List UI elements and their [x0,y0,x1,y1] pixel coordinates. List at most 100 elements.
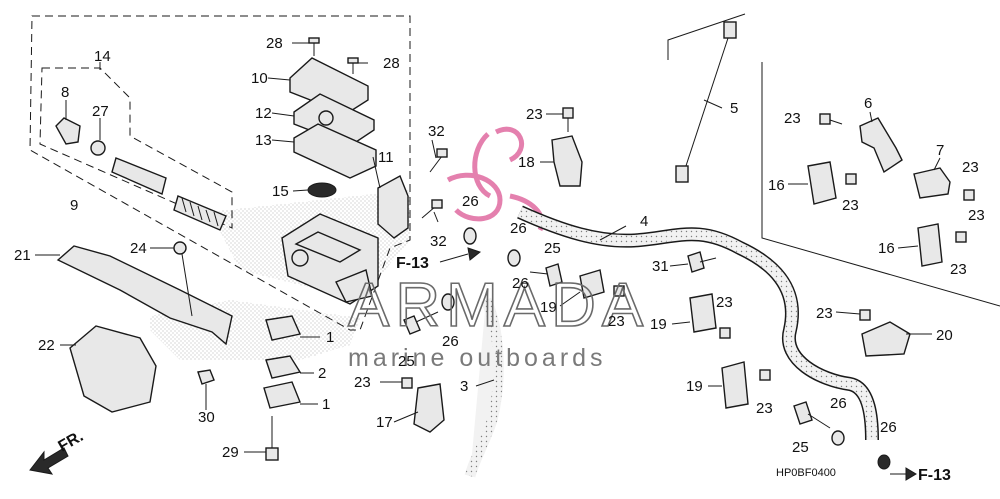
callout: 12 [255,105,272,122]
clamp-17 [413,383,445,433]
callout: 19 [686,378,703,395]
callout: 13 [255,132,272,149]
callout: 23 [354,374,371,391]
callout: 2 [318,365,326,382]
callout: 23 [526,106,543,123]
ref-f13-left: F-13 [396,255,429,272]
callout: 26 [512,275,529,292]
callout: 32 [428,123,445,140]
screw-28-right [347,57,359,74]
nut-30 [197,369,215,385]
lever-cover-22 [69,325,157,413]
callout: 22 [38,337,55,354]
bolt-31 [687,251,717,273]
master-cylinder-body [281,213,379,305]
switch-1-lower [263,381,301,409]
callout: 14 [94,48,111,65]
callouts: 28 28 10 12 13 15 11 32 32 14 8 27 9 21 … [14,35,985,461]
brake-lever-21 [56,245,233,346]
callout: 18 [518,154,535,171]
f13-arrow-bottom [890,467,917,481]
callout: 29 [222,444,239,461]
callout: 26 [510,220,527,237]
callout: 23 [816,305,833,322]
leader-lines [35,42,941,453]
watermark-brand: ARMADA [348,271,649,340]
brake-pipe-5 [681,31,731,179]
callout: 23 [784,110,801,127]
clamp-18 [551,135,583,187]
callout: 5 [730,100,738,117]
callout: 16 [878,240,895,257]
callout: 30 [198,409,215,426]
callout: 26 [442,333,459,350]
callout: 4 [640,213,648,230]
watermark-tagline: marine outboards [348,344,607,372]
clamps-16 [807,161,943,267]
callout: 23 [716,294,733,311]
callout: 15 [272,183,289,200]
callout: 28 [383,55,400,72]
reservoir-cap-10 [289,57,369,115]
callout: 23 [950,261,967,278]
callout: 26 [880,419,897,436]
callout: 17 [376,414,393,431]
master-cylinder-frame [29,15,411,331]
callout: 28 [266,35,283,52]
bolts-23 [401,107,975,389]
piston-assembly [111,157,227,231]
plate-2 [265,355,302,379]
ref-f13-bottom: F-13 [918,467,951,484]
switch-1-upper [265,315,301,341]
boot-8 [55,117,81,145]
callout: 3 [460,378,468,395]
circlip-27 [90,140,106,156]
callout: 32 [430,233,447,250]
callout: 6 [864,95,872,112]
callout: 25 [544,240,561,257]
callout: 1 [322,396,330,413]
diaphragm-13 [293,123,377,179]
callout: 16 [768,177,785,194]
callout: 10 [251,70,268,87]
holder-11 [377,175,409,239]
callout: 26 [830,395,847,412]
diaphragm-plate-12 [293,93,375,147]
callout: 24 [130,240,147,257]
callout: 25 [398,353,415,370]
screw-28-left [308,37,320,56]
callout: 9 [70,197,78,214]
callout: 23 [842,197,859,214]
pivot-bolt-24 [173,241,193,317]
callout: 25 [792,439,809,456]
hose-5-frame [667,13,746,60]
callout: 7 [936,142,944,159]
callout: 8 [61,84,69,101]
callout: 19 [540,299,557,316]
guide-7 [913,167,951,199]
clamp-20 [861,321,911,357]
bolt-32-upper [429,148,448,173]
bolt-32-lower [421,199,443,219]
callout: 21 [14,247,31,264]
callout: 20 [936,327,953,344]
piston-kit-frame [39,67,233,229]
bracket-6 [859,117,903,174]
clamps-19 [579,269,749,409]
diagram-code: HP0BF0400 [776,467,836,479]
washers-26 [441,227,891,470]
callout: 26 [462,193,479,210]
callout: 23 [968,207,985,224]
banjo-bolts-25 [403,263,831,429]
callout: 23 [756,400,773,417]
callout: 31 [652,258,669,275]
screw-29 [265,416,279,461]
callout: 27 [92,103,109,120]
callout: 19 [650,316,667,333]
callout: 11 [378,149,394,166]
callout: 1 [326,329,334,346]
callout: 23 [608,313,625,330]
f13-arrow-left [439,247,482,263]
front-arrow-icon [29,447,69,475]
